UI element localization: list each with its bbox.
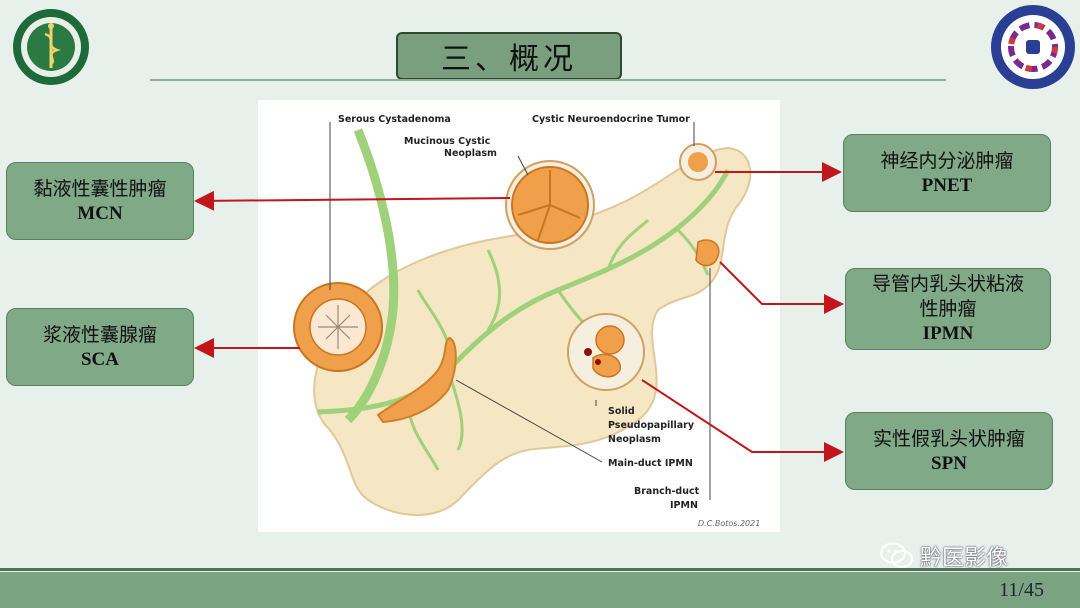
label-box-pnet: 神经内分泌肿瘤 PNET [843,134,1051,212]
label-solid-2: Pseudopapillary [608,420,695,431]
label-neuro: Cystic Neuroendocrine Tumor [532,114,690,125]
branch-duct-4 [606,218,650,271]
mcn-en: MCN [77,202,123,224]
spn-cn: 实性假乳头状肿瘤 [872,427,1025,450]
common-bile-duct [344,128,399,424]
ipmn-en: IPMN [922,323,974,344]
slide-title: 三、概况 [441,42,577,77]
label-mucinous-2: Neoplasm [444,148,497,159]
label-box-sca: 浆液性囊腺瘤 SCA [6,308,194,386]
title-divider [150,79,946,81]
society-logo-right [991,5,1075,89]
branch-duct-2 [486,249,502,331]
branch-duct-ipmn-lesion [695,239,720,267]
slide-title-box: 三、概况 [396,32,622,80]
figure-credit: D.C.Botos.2021 [698,519,760,528]
footer-bar [0,572,1080,608]
label-serous: Serous Cystadenoma [338,114,451,125]
label-branch-1: Branch-duct [634,486,700,497]
pancreas-figure: Serous Cystadenoma Mucinous Cystic Neopl… [258,100,780,532]
page-number: 11/45 [999,579,1044,601]
pnet-en: PNET [921,174,973,196]
ipmn-cn-2: 性肿瘤 [919,298,977,320]
label-box-ipmn: 导管内乳头状粘液 性肿瘤 IPMN [845,268,1051,350]
hospital-logo-left [13,9,89,85]
sca-en: SCA [80,348,119,370]
label-box-spn: 实性假乳头状肿瘤 SPN [845,412,1053,490]
label-solid-3: Neoplasm [608,434,661,445]
wechat-icon [880,542,913,568]
sca-cn: 浆液性囊腺瘤 [42,323,157,346]
main-duct-ipmn-lesion [376,336,457,424]
label-solid-1: Solid [608,406,635,417]
ipmn-cn-1: 导管内乳头状粘液 [871,273,1024,295]
label-mucinous-1: Mucinous Cystic [404,136,490,147]
spn-en: SPN [931,452,967,474]
pancreas-illustration: Serous Cystadenoma Mucinous Cystic Neopl… [293,114,760,528]
pnet-cn: 神经内分泌肿瘤 [880,149,1014,172]
label-main-duct: Main-duct IPMN [608,458,693,469]
watermark-brand: 黔医影像 [880,540,1008,572]
mcn-cn: 黏液性囊性肿瘤 [33,177,167,200]
label-branch-2: IPMN [670,500,698,511]
label-box-mcn: 黏液性囊性肿瘤 MCN [6,162,194,240]
footer-divider [0,568,1080,571]
brand-name: 黔医影像 [920,546,1009,571]
